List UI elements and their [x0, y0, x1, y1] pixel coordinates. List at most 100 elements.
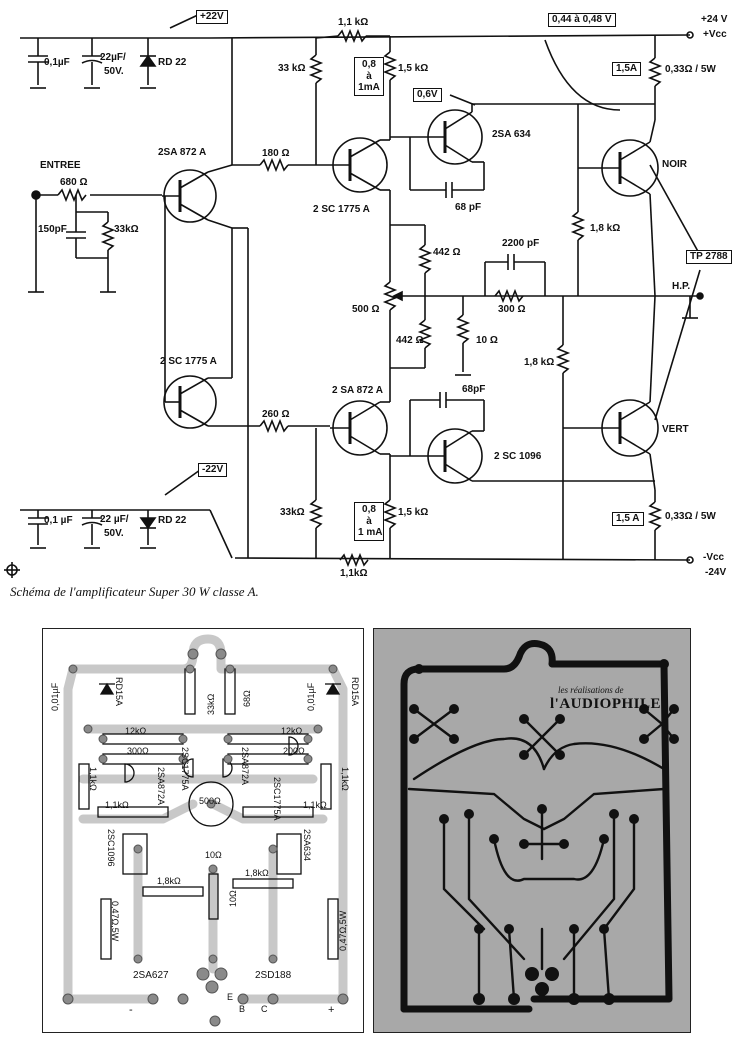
r-top-1k5: 1,5 kΩ: [398, 63, 429, 74]
current-top-a: 0,8: [362, 59, 376, 70]
zener-top: RD 22: [158, 57, 187, 68]
r-input: 680 Ω: [60, 177, 88, 188]
pcb-component-traces: [62, 634, 349, 1027]
r-bottom-1k1: 1,1kΩ: [340, 568, 368, 579]
v06-box: 0,6V: [413, 88, 442, 102]
current-bottom-b: à: [366, 515, 372, 527]
current-bottom-box: 0,8 à 1 mA: [354, 502, 384, 541]
cap-bottom-1: 0,1 µF: [44, 515, 73, 526]
pcb-pin-b: B: [239, 1004, 246, 1014]
current-top-box: 0,8 à 1mA: [354, 57, 384, 96]
pcb-q-sa872b: 2SA872A: [240, 747, 250, 786]
fuse-bottom-box: 1,5 A: [612, 512, 644, 526]
pcb-q-sc1775b: 2SC1775A: [272, 777, 282, 821]
pcb-pin-e: E: [227, 992, 234, 1002]
pcb-copper-traces: [400, 640, 679, 1013]
r-1k8-top: 1,8 kΩ: [590, 223, 621, 234]
pcb-c1: 0,01µF: [50, 682, 60, 711]
current-bottom-c: 1 mA: [358, 527, 383, 538]
r-1k8-bottom: 1,8 kΩ: [524, 357, 555, 368]
pcb-r1k1-left: 1,1kΩ: [88, 767, 98, 791]
pcb-q-2sd188: 2SD188: [255, 970, 292, 981]
pcb-r047-left: 0,47Ω,5W: [110, 901, 120, 942]
amplifier-schematic: +22V -22V 0,44 à 0,48 V 0,6V TP 2788 1,5…: [4, 10, 732, 599]
logo-big-text: l'AUDIOPHILE: [550, 696, 662, 712]
pcb-r1k1-mid-left: 1,1kΩ: [105, 800, 129, 810]
r-top-1k1: 1,1 kΩ: [338, 17, 369, 28]
zener-bottom: RD 22: [158, 515, 187, 526]
bias-range-box: 0,44 à 0,48 V: [548, 13, 616, 27]
pot-500: 500 Ω: [352, 304, 380, 315]
pcb-r10-a: 10Ω: [205, 850, 222, 860]
q1-label: 2SA 872 A: [158, 147, 207, 158]
hp-label: H.P.: [672, 281, 691, 292]
input-label: ENTREE: [40, 160, 81, 171]
c-68-top: 68 pF: [455, 202, 482, 213]
noir-label: NOIR: [662, 159, 687, 170]
current-top-c: 1mA: [358, 82, 380, 93]
r-442-bottom: 442 Ω: [396, 335, 424, 346]
c-input: 150pF: [38, 224, 67, 235]
pcb-r68: 68Ω: [242, 690, 252, 707]
r-emitter-top: 0,33Ω / 5W: [665, 64, 716, 75]
pcb-r200-right: 200Ω: [283, 746, 305, 756]
cap-top-2b: 50V.: [104, 66, 124, 77]
pcb-r10-b: 10Ω: [228, 890, 238, 907]
r-emitter-bottom: 0,33Ω / 5W: [665, 511, 716, 522]
cap-bottom-2b: 50V.: [104, 528, 124, 539]
q2-label: 2 SC 1775 A: [160, 356, 217, 367]
cap-bottom-2a: 22 µF/: [100, 514, 129, 525]
pcb-q-sa872: 2SA872A: [156, 767, 166, 806]
pcb-component-layout: 0,01µF RD15A 33kΩ 68Ω 0,01µF RD15A 12kΩ …: [42, 628, 364, 1033]
tp-box: TP 2788: [686, 250, 732, 264]
c-68-bottom: 68pF: [462, 384, 486, 395]
pcb-r33k: 33kΩ: [206, 693, 216, 715]
pcb-q-sa634: 2SA634: [302, 829, 312, 862]
pcb-r1k8-right: 1,8kΩ: [245, 868, 269, 878]
q5-label: 2SA 634: [492, 129, 531, 140]
pcb-q-sc1096: 2SC1096: [106, 829, 116, 867]
pcb-pot: 500Ω: [199, 796, 221, 806]
pcb-pin-plus: +: [328, 1004, 335, 1016]
pcb-r1k8-left: 1,8kΩ: [157, 876, 181, 886]
schematic-wiring: [4, 13, 704, 578]
pcb-copper-layout: les réalisations de l'AUDIOPHILE: [373, 628, 691, 1033]
pcb-r1k1-right: 1,1kΩ: [340, 767, 350, 791]
current-bottom-a: 0,8: [362, 504, 376, 515]
pcb-z1: RD15A: [114, 677, 124, 707]
r-442-top: 442 Ω: [433, 247, 461, 258]
r-260: 260 Ω: [262, 409, 290, 420]
cap-top-1: 0,1µF: [44, 57, 70, 68]
audiophile-logo: les réalisations de l'AUDIOPHILE: [550, 685, 661, 713]
pcb-r12k-left: 12kΩ: [125, 726, 147, 736]
schematic-caption: Schéma de l'amplificateur Super 30 W cla…: [10, 584, 259, 599]
pcb-q-sc1775: 2SC1775A: [180, 747, 190, 791]
pos-rail-label: +22V: [196, 10, 228, 24]
r-300: 300 Ω: [498, 304, 526, 315]
r-bottom-1k5: 1,5 kΩ: [398, 507, 429, 518]
c-2200: 2200 pF: [502, 238, 540, 249]
pcb-z2: RD15A: [350, 677, 360, 707]
fuse-top-box: 1,5A: [612, 62, 642, 76]
vcc-neg-label: -Vcc: [703, 552, 725, 563]
q6-label: 2 SC 1096: [494, 451, 542, 462]
r-input-ground: 33kΩ: [114, 224, 139, 235]
neg-rail-label: -22V: [198, 463, 228, 477]
q3-label: 2 SC 1775 A: [313, 204, 370, 215]
pcb-r1k1-mid-right: 1,1kΩ: [303, 800, 327, 810]
vcc-neg-value: -24V: [705, 567, 727, 578]
pcb-r047-right: 0,47Ω,5W: [338, 910, 348, 951]
pcb-pin-c: C: [261, 1004, 268, 1014]
r-180: 180 Ω: [262, 148, 290, 159]
pcb-pin-minus: -: [129, 1004, 133, 1016]
vcc-pos-value: +24 V: [701, 14, 728, 25]
r-10: 10 Ω: [476, 335, 498, 346]
r-top-33k: 33 kΩ: [278, 63, 306, 74]
pcb-r300-left: 300Ω: [127, 746, 149, 756]
pcb-q-2sa627: 2SA627: [133, 970, 169, 981]
pcb-c2: 0,01µF: [306, 682, 316, 711]
q4-label: 2 SA 872 A: [332, 385, 383, 396]
vert-label: VERT: [662, 424, 689, 435]
cap-top-2a: 22µF/: [100, 52, 126, 63]
logo-small-text: les réalisations de: [558, 685, 624, 695]
